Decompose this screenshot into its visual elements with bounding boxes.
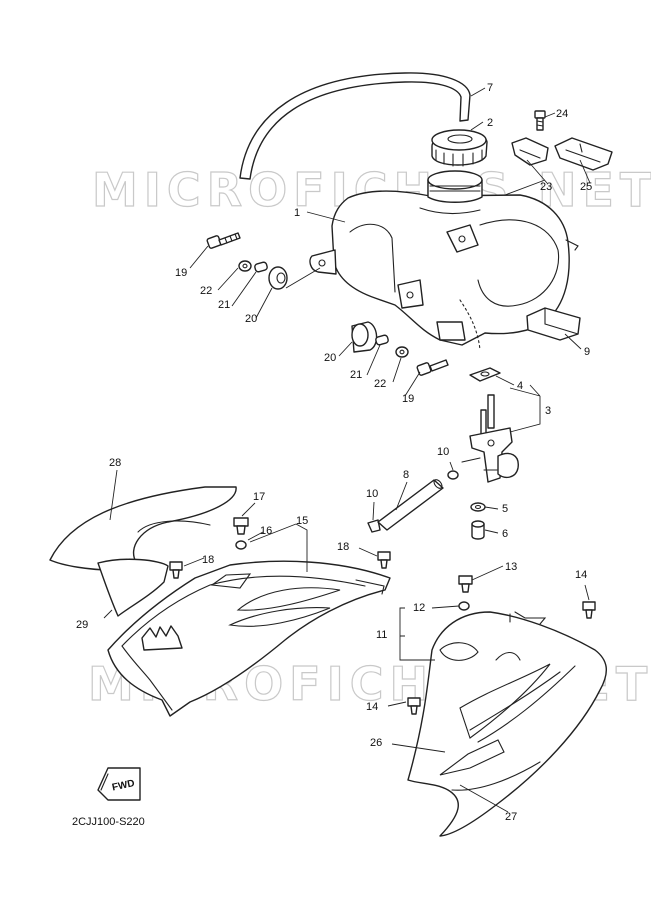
- part-16-collar[interactable]: [235, 540, 247, 550]
- callout-14-right: 14: [575, 569, 587, 581]
- part-12-collar[interactable]: [458, 601, 470, 611]
- callout-10-lower: 10: [366, 488, 378, 500]
- part-7-breather-hose[interactable]: [239, 72, 471, 180]
- part-9-damper[interactable]: [526, 307, 581, 341]
- callout-5: 5: [502, 503, 508, 515]
- part-5-washer[interactable]: [470, 502, 486, 512]
- callout-25: 25: [580, 181, 592, 193]
- part-29-graphic[interactable]: [97, 558, 169, 617]
- part-18-screw-left[interactable]: [169, 561, 183, 579]
- callout-20-upper: 20: [245, 313, 257, 325]
- callout-9: 9: [584, 346, 590, 358]
- part-8-fuel-pipe[interactable]: [377, 478, 444, 531]
- leader-lines: [103, 87, 591, 813]
- callout-26: 26: [370, 737, 382, 749]
- callout-18-left: 18: [202, 554, 214, 566]
- callout-29: 29: [76, 619, 88, 631]
- callout-19-upper: 19: [175, 267, 187, 279]
- part-24-bolt[interactable]: [534, 110, 546, 131]
- callout-19-lower: 19: [402, 393, 414, 405]
- part-14-screw-left[interactable]: [407, 697, 421, 715]
- fwd-arrow-icon: [97, 767, 141, 801]
- callout-22-upper: 22: [200, 285, 212, 297]
- part-23-bracket[interactable]: [511, 137, 549, 166]
- callout-2: 2: [487, 117, 493, 129]
- part-10-clip-lower[interactable]: [367, 519, 381, 533]
- callout-3: 3: [545, 405, 551, 417]
- part-6-screw[interactable]: [471, 520, 485, 540]
- callout-23: 23: [540, 181, 552, 193]
- part-18-screw-right[interactable]: [377, 551, 391, 569]
- callout-10-upper: 10: [437, 446, 449, 458]
- diagram-code: 2CJJ100-S220: [72, 816, 145, 828]
- part-19-bolt-upper[interactable]: [206, 232, 241, 249]
- callout-21-lower: 21: [350, 369, 362, 381]
- part-21-collar-lower[interactable]: [375, 334, 389, 346]
- callout-16: 16: [260, 525, 272, 537]
- part-22-washer-lower[interactable]: [395, 346, 409, 358]
- callout-15: 15: [296, 515, 308, 527]
- part-4-gasket[interactable]: [469, 367, 501, 382]
- part-25-holder[interactable]: [554, 137, 613, 171]
- callout-27: 27: [505, 811, 517, 823]
- callout-4: 4: [517, 380, 523, 392]
- callout-7: 7: [487, 82, 493, 94]
- part-1-fuel-tank[interactable]: [309, 170, 579, 351]
- callout-11: 11: [376, 629, 387, 641]
- callout-8: 8: [403, 469, 409, 481]
- part-11-side-cover[interactable]: [407, 611, 607, 837]
- callout-6: 6: [502, 528, 508, 540]
- part-17-bolt[interactable]: [233, 517, 249, 535]
- callout-14-left: 14: [366, 701, 378, 713]
- part-20-grommet-lower[interactable]: [351, 321, 378, 353]
- callout-12: 12: [413, 602, 425, 614]
- callout-20-lower: 20: [324, 352, 336, 364]
- part-21-collar-upper[interactable]: [254, 261, 268, 273]
- part-14-screw-right[interactable]: [582, 601, 596, 619]
- callout-17: 17: [253, 491, 265, 503]
- part-13-bolt[interactable]: [458, 575, 473, 593]
- part-15-side-cover[interactable]: [107, 560, 391, 717]
- callout-13: 13: [505, 561, 517, 573]
- part-2-fuel-cap[interactable]: [431, 129, 488, 167]
- callout-28: 28: [109, 457, 121, 469]
- callout-24: 24: [556, 108, 568, 120]
- part-19-bolt-lower[interactable]: [416, 359, 449, 376]
- callout-1: 1: [294, 207, 300, 219]
- part-22-washer-upper[interactable]: [238, 260, 252, 272]
- callout-21-upper: 21: [218, 299, 230, 311]
- callout-labels: 1 2 3 4 5 6 7 8 9 10 10 11 12 13 14 14 1…: [76, 82, 592, 823]
- part-10-clip-upper[interactable]: [447, 470, 459, 480]
- callout-22-lower: 22: [374, 378, 386, 390]
- callout-18-right: 18: [337, 541, 349, 553]
- part-3-fuel-cock[interactable]: [461, 394, 519, 483]
- fwd-label: FWD: [111, 778, 136, 793]
- part-20-grommet-upper[interactable]: [268, 266, 288, 290]
